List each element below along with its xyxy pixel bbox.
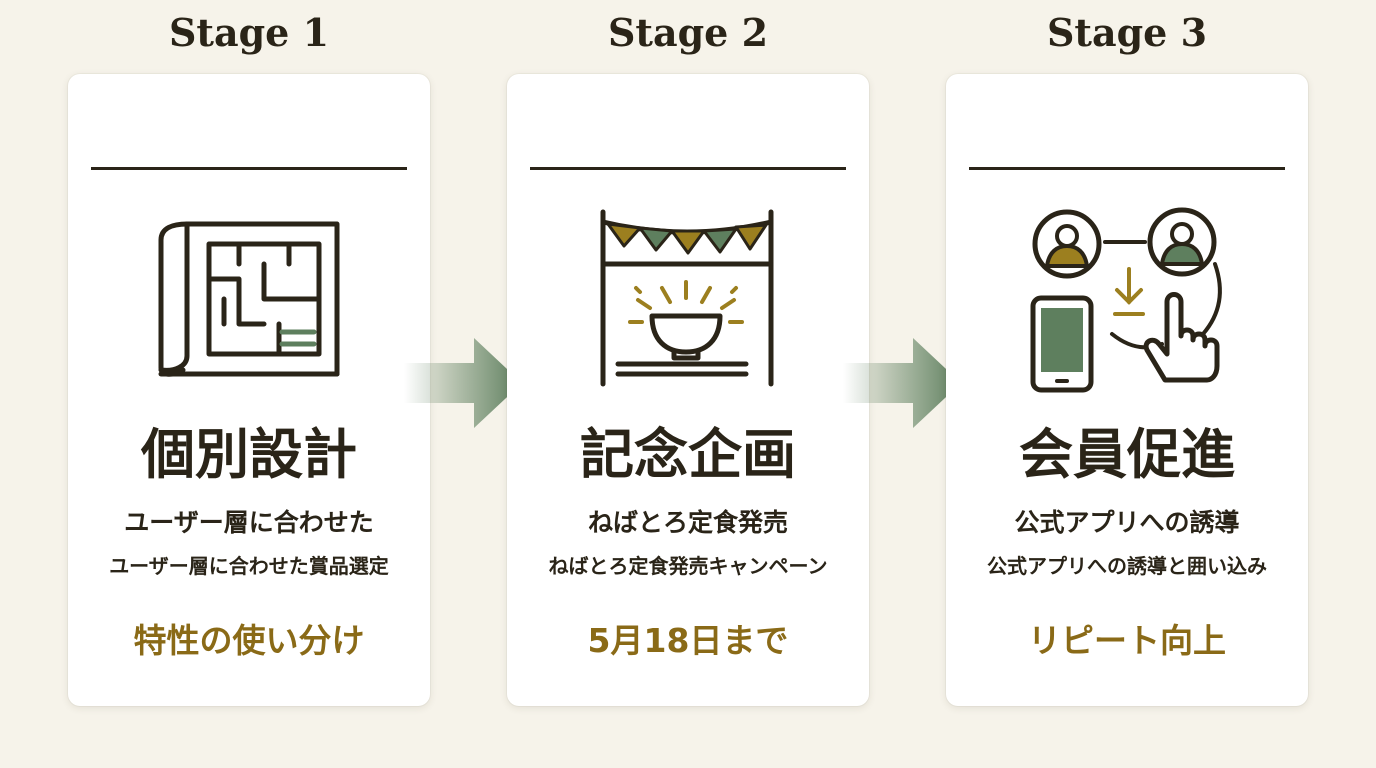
stage-label: Stage 3 [1046,10,1208,55]
divider [530,167,846,170]
arrow-right-icon [404,338,522,428]
stage-subtitle: ねばとろ定食発売 [587,508,788,537]
stage-detail: ねばとろ定食発売キャンペーン [548,554,828,578]
stage-card-2: Stage 2 [507,10,869,706]
stage-label: Stage 1 [168,10,330,55]
app-members-icon [1030,207,1222,393]
stage-title: 会員促進 [1019,422,1235,486]
stage-card-3: Stage 3 会員促進 公式アプリへの誘導 公式アプリへの誘導と囲い込み リピ… [946,10,1308,706]
arrow-right-icon [843,338,961,428]
stage-note: リピート向上 [1028,621,1226,660]
stage-label: Stage 2 [607,10,769,55]
stage-card-1: Stage 1 個別設計 ユーザー層に合わせた ユーザー層に合わせた賞品選定 特… [68,10,430,706]
stage-title: 記念企画 [580,422,796,486]
blueprint-floorplan-icon [158,221,340,377]
stage-note: 5月18日まで [587,621,789,660]
divider [91,167,407,170]
stage-detail: 公式アプリへの誘導と囲い込み [987,554,1267,578]
stage-subtitle: ユーザー層に合わせた [124,508,374,537]
stage-note: 特性の使い分け [133,621,365,660]
stage-title: 個別設計 [141,422,357,486]
festival-bowl-icon [600,209,774,387]
divider [969,167,1285,170]
stage-subtitle: 公式アプリへの誘導 [1014,508,1240,537]
stage-detail: ユーザー層に合わせた賞品選定 [109,554,389,578]
